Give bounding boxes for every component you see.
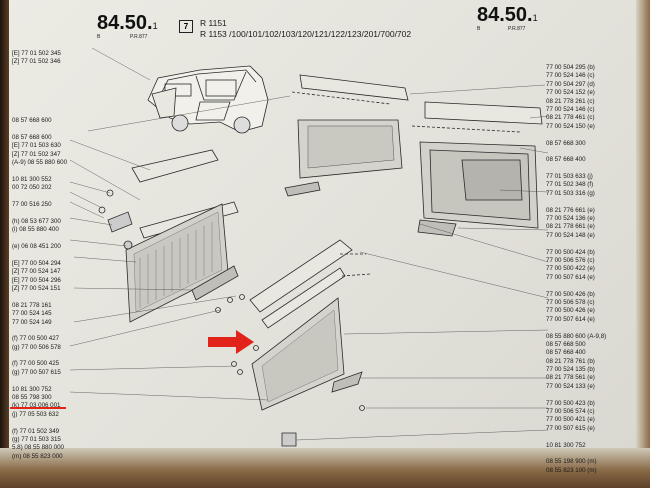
- right-part-label: 77 00 500 426 (b): [546, 290, 595, 298]
- right-part-label: 77 01 503 316 (g): [546, 189, 595, 197]
- model-badge: 7: [179, 20, 193, 33]
- left-part-label: (e) 06 08 451 200: [12, 242, 61, 250]
- left-part-label: 08 55 798 300: [12, 394, 52, 402]
- right-part-label: 08 21 778 561 (e): [546, 374, 595, 382]
- right-part-label: 08 57 668 300: [546, 139, 586, 147]
- left-part-label: (k) 77 03 006 001: [12, 402, 61, 410]
- right-part-label: 77 00 524 148 (e): [546, 231, 595, 239]
- right-part-label: 08 21 776 661 (e): [546, 206, 595, 214]
- right-part-label: 08 57 668 400: [546, 156, 586, 164]
- left-part-label: (i) 08 55 880 400: [12, 226, 59, 234]
- model-line-2: R 1153 /100/101/102/103/120/121/122/123/…: [200, 29, 412, 39]
- left-part-label: 77 00 516 250: [12, 201, 52, 209]
- left-part-label: 5.8) 08 55 880 000: [12, 444, 64, 452]
- table-surface: [0, 448, 650, 488]
- right-part-list: 77 00 504 295 (b)77 00 524 146 (c)77 00 …: [546, 64, 606, 475]
- right-part-label: 77 00 500 423 (b): [546, 399, 595, 407]
- left-part-label: 77 00 524 145: [12, 310, 52, 318]
- right-part-label: 77 00 504 297 (d): [546, 80, 595, 88]
- right-part-label: 77 00 524 135 (b): [546, 366, 595, 374]
- right-sub-pr: P.R.877: [508, 26, 526, 32]
- right-part-label: 10 81 300 752: [546, 441, 586, 449]
- next-page-edge: [636, 0, 650, 488]
- car-illustration-icon: [147, 65, 269, 134]
- left-part-label: [Z] 77 01 502 346: [12, 58, 61, 66]
- binder-edge: [0, 0, 9, 488]
- left-part-label: [E] 77 01 502 345: [12, 50, 61, 57]
- right-part-group-number: 84.50.1: [477, 4, 538, 26]
- left-part-list: [E] 77 01 502 345[Z] 77 01 502 346 08 57 …: [12, 50, 67, 461]
- right-part-label: 77 00 504 295 (b): [546, 64, 595, 71]
- right-part-label: 77 01 503 633 (j): [546, 173, 593, 181]
- right-part-label: 08 21 778 661 (e): [546, 223, 595, 231]
- left-part-label: (g) 77 01 503 315: [12, 435, 61, 443]
- right-part-label: 08 55 880 600 (A-9,8): [546, 332, 607, 340]
- right-part-label: 77 00 524 152 (e): [546, 89, 595, 97]
- left-part-label: (j) 77 05 503 632: [12, 410, 59, 418]
- left-part-label: 00 72 050 202: [12, 184, 52, 192]
- left-part-label: (g) 77 00 507 615: [12, 368, 61, 376]
- right-sub-b: B: [477, 26, 481, 32]
- right-part-label: 77 00 524 136 (e): [546, 215, 595, 223]
- right-part-label: 08 21 778 761 (b): [546, 357, 595, 365]
- left-part-label: [E] 77 00 504 294: [12, 259, 61, 267]
- left-part-label: 08 21 778 161: [12, 301, 52, 309]
- left-part-label: (A-9) 08 55 880 600: [12, 159, 68, 167]
- left-part-label: [Z] 77 00 524 151: [12, 284, 61, 292]
- sub-b: B: [97, 34, 101, 40]
- right-part-label: 77 00 524 146 (c): [546, 105, 595, 113]
- right-part-label: 77 00 507 615 (e): [546, 424, 595, 432]
- left-part-label: 08 57 668 600: [12, 117, 52, 125]
- left-part-label: (f) 77 00 500 425: [12, 360, 60, 368]
- right-part-label: 77 00 506 576 (c): [546, 256, 595, 264]
- model-line-1: R 1151: [200, 18, 227, 28]
- right-part-label: 08 57 668 400: [546, 349, 586, 357]
- right-part-label: 77 00 506 578 (c): [546, 298, 595, 306]
- right-part-label: 77 00 524 133 (e): [546, 382, 595, 390]
- sub-pr: P.R.877: [130, 34, 148, 40]
- left-part-label: (g) 77 00 506 578: [12, 343, 61, 351]
- right-part-label: 77 00 500 422 (e): [546, 265, 595, 273]
- left-part-label: [E] 77 00 504 296: [12, 276, 61, 284]
- right-part-label: 77 00 500 426 (e): [546, 307, 595, 315]
- left-part-label: (m) 08 55 823 000: [12, 452, 63, 460]
- right-part-label: 77 00 506 574 (c): [546, 408, 595, 416]
- right-part-label: 77 00 507 614 (e): [546, 315, 595, 323]
- left-part-label: [E] 77 01 503 630: [12, 142, 61, 150]
- left-part-label: (f) 77 01 502 349: [12, 427, 60, 435]
- right-part-label: 77 01 502 348 (f): [546, 181, 594, 189]
- red-underline: [10, 407, 66, 409]
- right-part-label: 77 00 500 421 (e): [546, 416, 595, 424]
- left-part-label: 08 57 668 600: [12, 133, 52, 141]
- right-part-label: 08 55 823 100 (m): [546, 466, 597, 474]
- left-part-label: (h) 08 53 677 300: [12, 217, 61, 225]
- left-part-label: 10 81 300 552: [12, 175, 52, 183]
- left-part-label: [Z] 77 00 524 147: [12, 268, 61, 276]
- right-part-label: 08 21 778 261 (c): [546, 97, 595, 105]
- right-part-label: 77 00 524 150 (e): [546, 122, 595, 130]
- left-part-label: 10 81 300 752: [12, 385, 52, 393]
- red-arrow-icon: [208, 330, 254, 354]
- right-part-label: 08 57 668 500: [546, 340, 586, 348]
- right-part-label: 08 21 778 461 (c): [546, 114, 595, 122]
- right-part-label: 77 00 524 146 (c): [546, 72, 595, 80]
- left-part-label: (f) 77 00 500 427: [12, 335, 60, 343]
- part-group-number: 84.50.1: [97, 12, 158, 34]
- right-part-label: 77 00 500 424 (b): [546, 248, 595, 256]
- left-part-label: 77 00 524 149: [12, 318, 52, 326]
- right-part-label: 77 00 507 614 (e): [546, 273, 595, 281]
- right-part-label: 08 55 198 900 (m): [546, 458, 597, 466]
- left-part-label: [Z] 77 01 502 347: [12, 150, 61, 158]
